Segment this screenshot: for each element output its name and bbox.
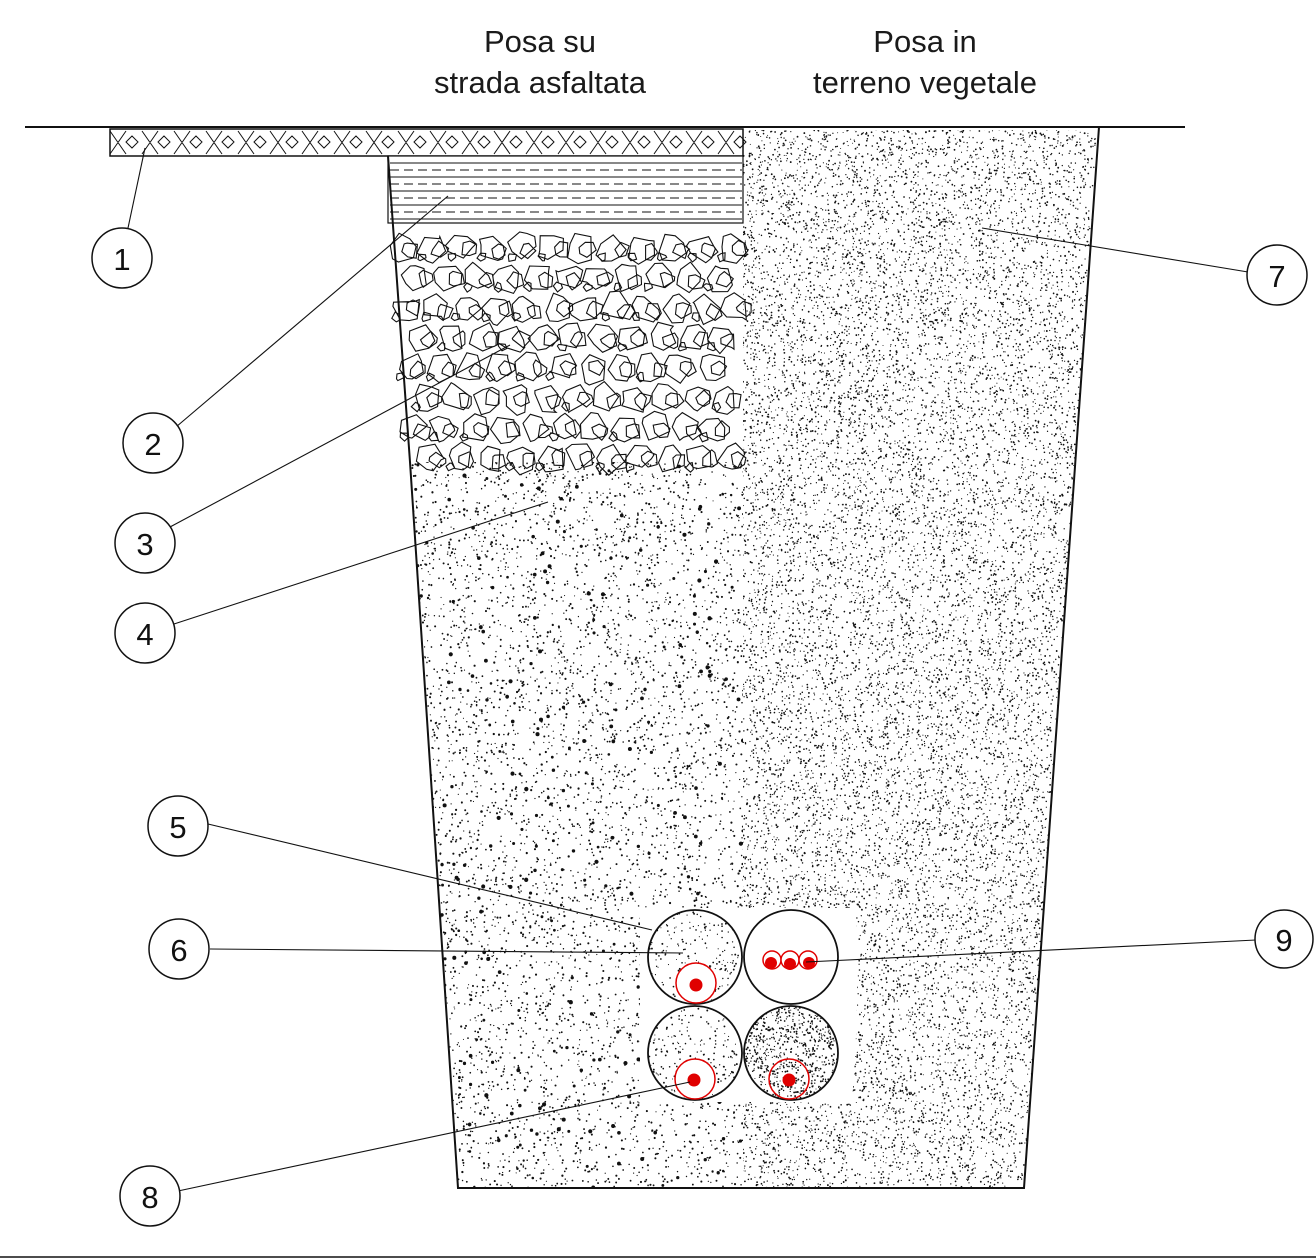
callout-9-label: 9	[1275, 923, 1292, 958]
callout-4: 4	[114, 602, 176, 664]
trench-outline	[387, 126, 1100, 1189]
callout-1-label: 1	[113, 242, 130, 277]
callout-6: 6	[148, 918, 210, 980]
heading-vegetal-line1: Posa in	[873, 24, 976, 59]
callout-2: 2	[122, 412, 184, 474]
callout-7: 7	[1246, 244, 1308, 306]
callout-2-label: 2	[144, 427, 161, 462]
heading-asphalt-line1: Posa su	[484, 24, 596, 59]
conduit-pipe	[743, 1005, 839, 1101]
callout-7-label: 7	[1268, 259, 1285, 294]
conduit-pipe	[647, 1005, 743, 1101]
callout-9: 9	[1254, 909, 1314, 969]
cable-zone	[640, 908, 858, 1102]
callout-5: 5	[147, 795, 209, 857]
leader-lines	[127, 147, 1257, 1192]
callout-8-label: 8	[141, 1180, 158, 1215]
triplex-cable	[762, 950, 818, 970]
callout-3-label: 3	[136, 527, 153, 562]
heading-vegetal-line2: terreno vegetale	[813, 65, 1037, 100]
gravel-layer	[389, 224, 752, 476]
callout-4-label: 4	[136, 617, 153, 652]
red-cable	[675, 962, 717, 1004]
conduit-pipe	[647, 909, 743, 1005]
binder-layer	[387, 155, 744, 224]
callout-8: 8	[119, 1165, 181, 1227]
callout-3: 3	[114, 512, 176, 574]
callout-1: 1	[91, 227, 153, 289]
heading-asphalt-line2: strada asfaltata	[434, 65, 647, 100]
red-cable	[674, 1058, 716, 1100]
red-cable	[768, 1058, 810, 1100]
callout-6-label: 6	[170, 933, 187, 968]
asphalt-layer	[109, 128, 747, 157]
callout-5-label: 5	[169, 810, 186, 845]
conduit-pipe	[743, 909, 839, 1005]
